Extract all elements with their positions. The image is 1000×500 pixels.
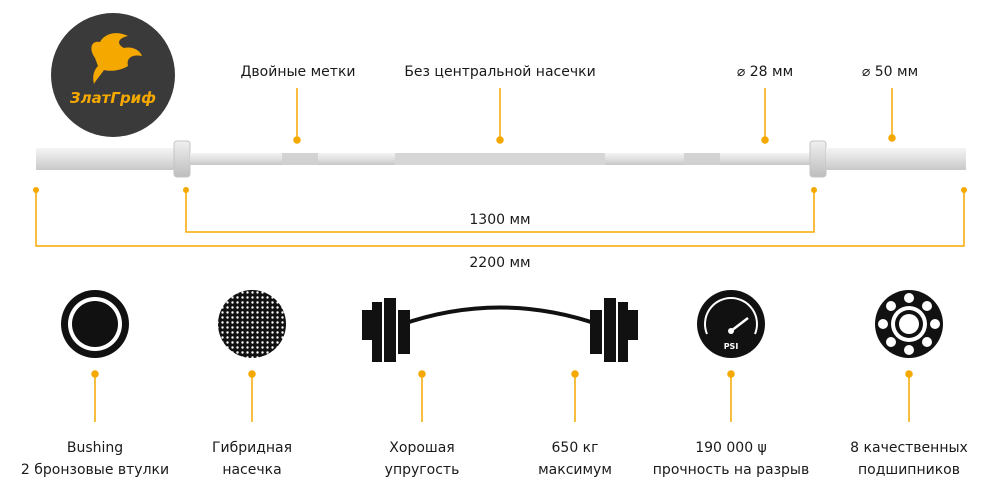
bottom-callouts: [91, 370, 913, 422]
psi-gauge-icon: PSI: [697, 290, 765, 358]
callout-dot: [761, 136, 769, 144]
knurl-pattern-icon: [218, 290, 286, 358]
label-total-length: 2200 мм: [469, 255, 531, 271]
feature-line2: максимум: [538, 462, 612, 478]
bearing-icon: [875, 290, 943, 358]
barbell: [36, 140, 966, 178]
feature-line2: 2 бронзовые втулки: [20, 462, 170, 478]
bushing-icon: [61, 290, 129, 358]
logo-text: ЗлатГриф: [70, 89, 156, 107]
flexing-barbell-icon: [362, 298, 638, 362]
feature-max-load: 650 кг максимум: [538, 437, 612, 481]
logo-badge: [51, 13, 175, 137]
gauge-label: PSI: [724, 342, 739, 351]
feature-line1: Хорошая: [389, 440, 455, 456]
brand-logo: ЗлатГриф: [51, 13, 175, 137]
feature-line2: прочность на разрыв: [652, 462, 810, 478]
feature-elasticity: Хорошая упругость: [385, 437, 460, 481]
feature-line2: упругость: [384, 462, 460, 478]
feature-bearings: 8 качественных подшипников: [850, 437, 968, 481]
callout-dot: [496, 136, 504, 144]
label-sleeve-diameter: ⌀ 50 мм: [861, 64, 919, 80]
label-shaft-diameter: ⌀ 28 мм: [736, 64, 794, 80]
griffin-icon: [91, 33, 142, 84]
dimension-dots: [33, 187, 967, 193]
center-smooth: [395, 153, 605, 165]
label-inner-length: 1300 мм: [469, 212, 531, 228]
feature-line2: насечка: [222, 462, 282, 478]
feature-line1: 650 кг: [551, 440, 599, 456]
label-double-marks: Двойные метки: [240, 64, 356, 80]
callout-dot: [888, 134, 896, 142]
label-no-center-knurl: Без центральной насечки: [404, 64, 596, 80]
right-knurl: [684, 153, 720, 165]
feature-line1: Гибридная: [211, 440, 293, 456]
feature-line2: подшипников: [857, 462, 960, 478]
feature-line1: 8 качественных: [850, 440, 968, 456]
inner-length-bracket: [185, 190, 815, 233]
feature-tensile-strength: 190 000 ψ прочность на разрыв: [653, 437, 809, 481]
dimension-lines: [35, 190, 965, 247]
feature-line1: Bushing: [66, 440, 124, 456]
right-sleeve: [826, 148, 966, 170]
feature-bushing: Bushing 2 бронзовые втулки: [21, 437, 169, 481]
feature-knurl: Гибридная насечка: [212, 437, 292, 481]
left-knurl: [282, 153, 318, 165]
total-length-bracket: [35, 190, 965, 247]
right-collar: [809, 140, 827, 178]
left-sleeve: [36, 148, 176, 170]
feature-line1: 190 000 ψ: [695, 440, 767, 456]
left-collar: [173, 140, 191, 178]
top-callouts: [293, 88, 896, 144]
callout-dot: [293, 136, 301, 144]
